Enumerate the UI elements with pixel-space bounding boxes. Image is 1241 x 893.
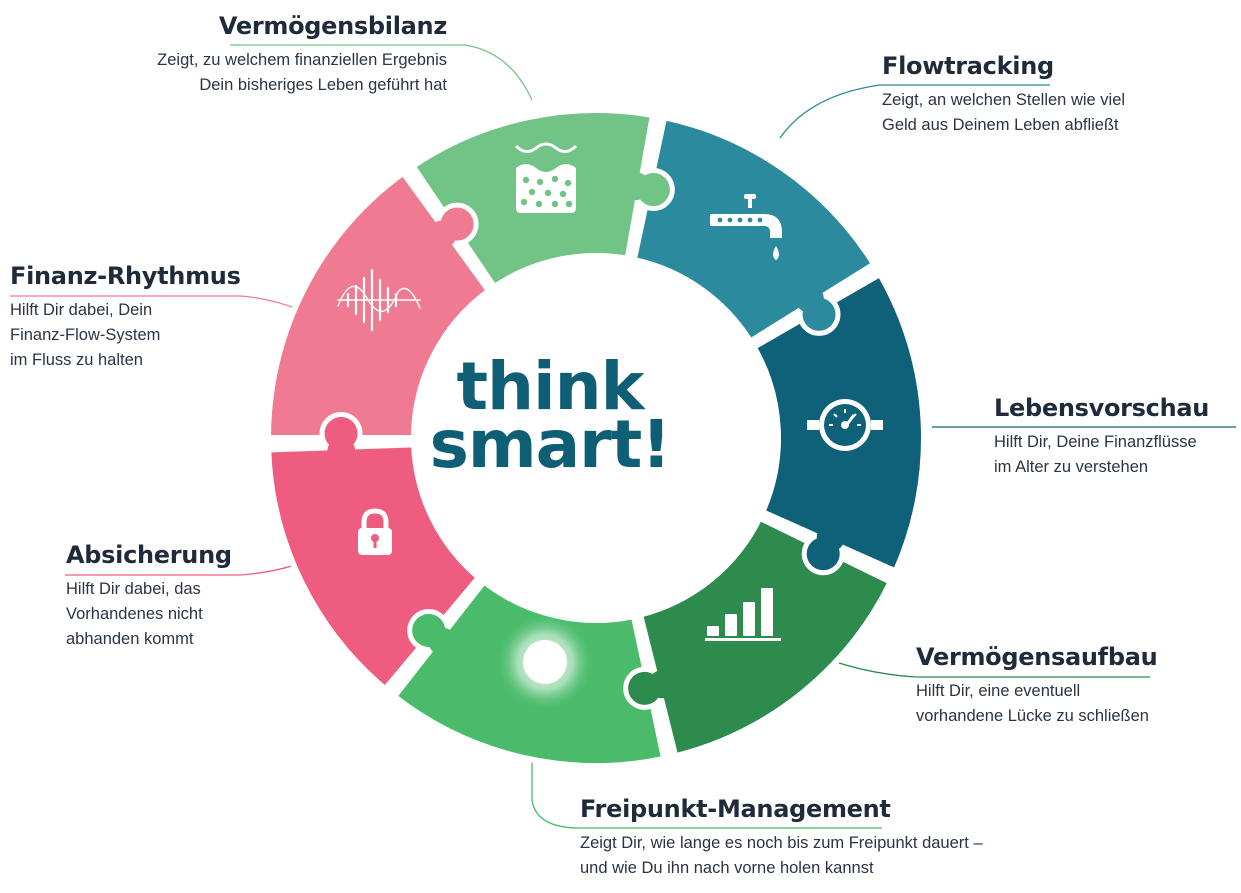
gauge-meter-icon	[807, 399, 883, 451]
segment-title: Freipunkt-Management	[580, 795, 891, 823]
segment-desc-line: Zeigt, zu welchem finanziellen Ergebnis	[157, 51, 447, 69]
segment-desc-line: Hilft Dir dabei, Dein	[10, 301, 153, 319]
segment-title: Finanz-Rhythmus	[10, 262, 241, 290]
water-tap-icon	[710, 194, 782, 260]
label-freipunkt: Freipunkt-Management Zeigt Dir, wie lang…	[580, 795, 983, 881]
leader-line-vermoegensbilanz	[230, 44, 533, 101]
basin-with-bubbles-icon	[514, 142, 578, 213]
segment-desc-line: Zeigt Dir, wie lange es noch bis zum Fre…	[580, 834, 983, 852]
center-logo-line1: think	[456, 348, 644, 425]
segment-desc-line: Hilft Dir, eine eventuell	[916, 682, 1081, 700]
puzzle-knob-neck	[795, 285, 824, 314]
leader-line-flowtracking	[779, 84, 1050, 139]
segment-title: Lebensvorschau	[994, 394, 1210, 422]
segment-desc-line: Dein bisheriges Leben geführt hat	[199, 76, 447, 94]
segment-flowtracking	[630, 114, 878, 345]
puzzle-knob-neck	[647, 670, 676, 699]
label-vermoegensbilanz: Vermögensbilanz Zeigt, zu welchem finanz…	[157, 12, 447, 98]
segment-desc-line: Finanz-Flow-System	[10, 326, 161, 344]
segment-desc-line: abhanden kommt	[66, 630, 194, 648]
segment-desc-line: Geld aus Deinem Leben abfließt	[882, 116, 1119, 134]
segment-desc-line: Zeigt, an welchen Stellen wie viel	[882, 91, 1126, 109]
label-absicherung: Absicherung Hilft Dir dabei, das Vorhand…	[66, 541, 232, 652]
padlock-icon	[358, 508, 392, 555]
puzzle-knob-neck	[621, 172, 650, 201]
label-finanzrhythmus: Finanz-Rhythmus Hilft Dir dabei, Dein Fi…	[10, 262, 241, 373]
segment-desc-line: Vorhandenes nicht	[66, 605, 203, 623]
segment-title: Flowtracking	[882, 52, 1054, 80]
segment-desc-line: Hilft Dir dabei, das	[66, 580, 201, 598]
glowing-sun-icon	[495, 612, 595, 712]
soundwave-icon	[337, 268, 421, 332]
center-logo: think smart!	[370, 348, 730, 483]
puzzle-knob-neck	[327, 437, 356, 466]
segment-desc-line: und wie Du ihn nach vorne holen kannst	[580, 859, 874, 877]
segment-desc-line: im Alter zu verstehen	[994, 458, 1149, 476]
segment-desc-line: Hilft Dir, Deine Finanzflüsse	[994, 433, 1197, 451]
label-lebensvorschau: Lebensvorschau Hilft Dir, Deine Finanzfl…	[994, 394, 1209, 480]
segment-title: Absicherung	[66, 541, 232, 569]
label-vermoegensaufbau: Vermögensaufbau Hilft Dir, eine eventuel…	[916, 643, 1158, 729]
puzzle-knob-neck	[428, 627, 457, 656]
center-logo-line2: smart!	[429, 406, 672, 483]
segment-title: Vermögensaufbau	[916, 643, 1158, 671]
leader-line-vermoegensaufbau	[829, 659, 1150, 678]
label-flowtracking: Flowtracking Zeigt, an welchen Stellen w…	[882, 52, 1125, 138]
puzzle-knob-neck	[428, 220, 457, 249]
segment-title: Vermögensbilanz	[218, 12, 447, 40]
segment-desc-line: vorhandene Lücke zu schließen	[916, 707, 1149, 725]
segment-desc-line: im Fluss zu halten	[10, 351, 143, 369]
segment-vermoegensaufbau	[637, 514, 894, 760]
puzzle-knob-neck	[816, 523, 845, 552]
leader-line-freipunkt	[531, 745, 882, 829]
bar-chart-icon	[705, 588, 781, 641]
